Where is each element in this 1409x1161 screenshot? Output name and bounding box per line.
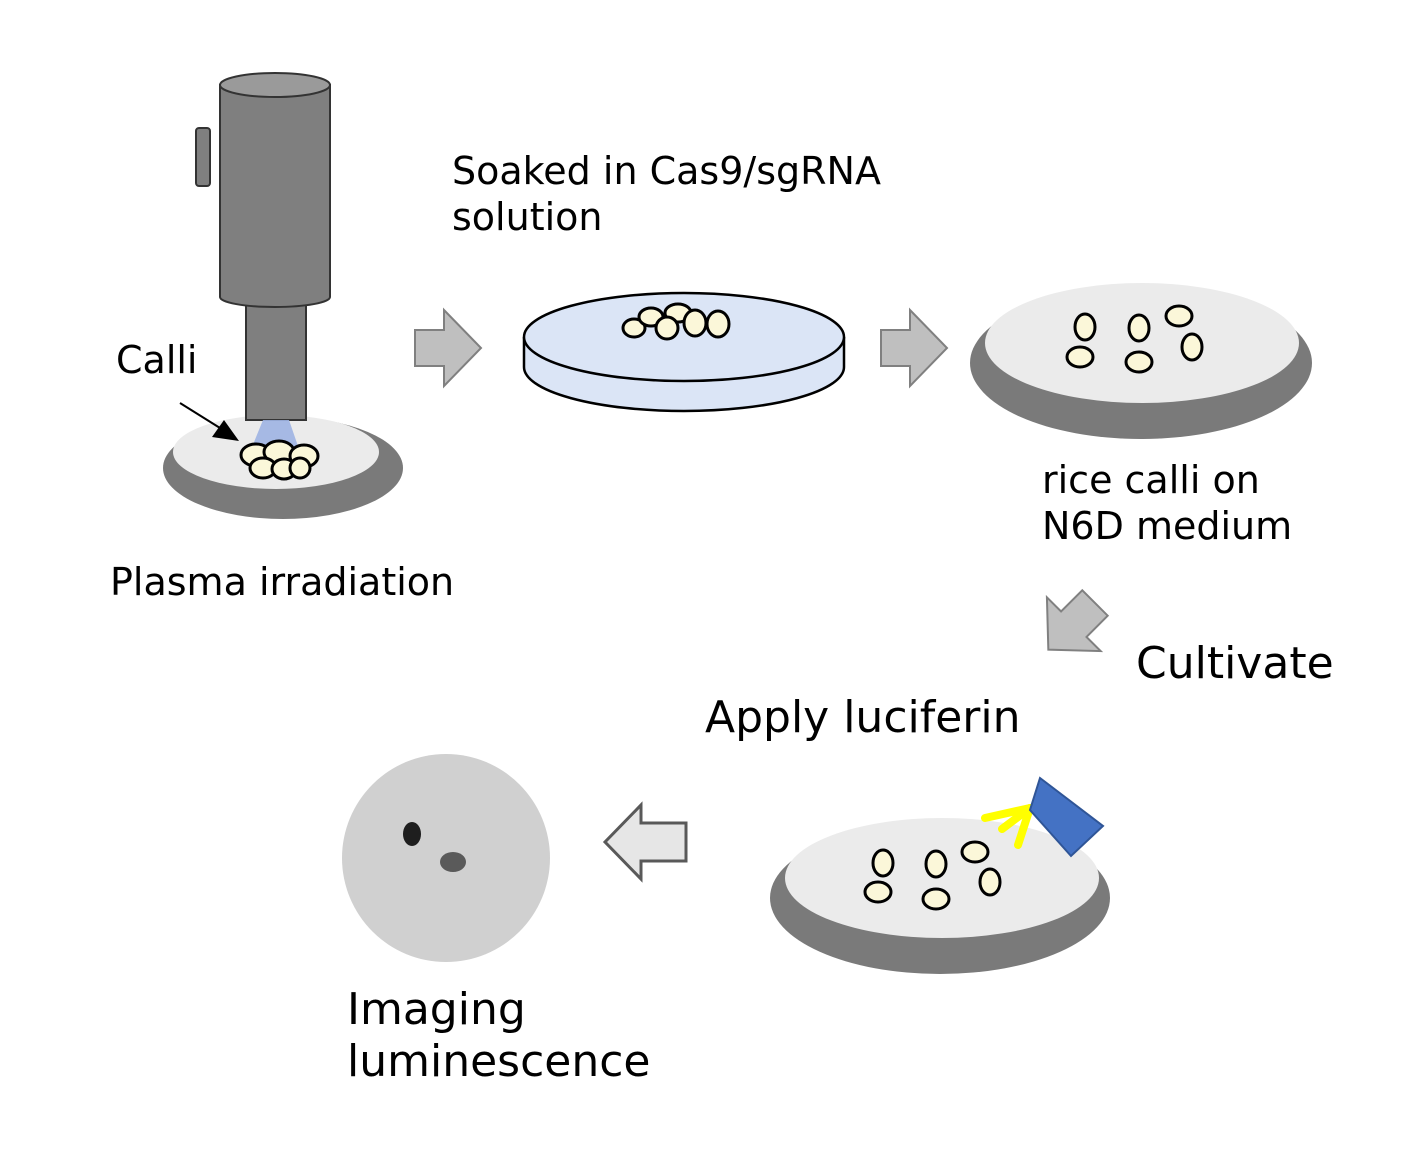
luminescence-spot-1 [403,822,421,846]
rice-calli-label: rice calli on N6D medium [1042,458,1293,548]
calli-pointer-arrow [179,402,239,441]
calli-label: Calli [116,338,198,382]
plasma-irradiation-step [163,72,403,519]
luciferin-calli [863,840,1002,911]
plasma-calli-cluster [239,439,320,481]
apply-luciferin-label: Apply luciferin [705,692,1021,743]
soaked-label: Soaked in Cas9/sgRNA solution [452,149,881,239]
soak-dish [522,291,846,413]
n6d-calli [1065,304,1204,374]
flow-arrow-cultivate [1045,588,1110,653]
flow-arrow-right-2 [880,307,949,389]
sprayer-icon [1028,776,1105,858]
imaging-luminescence-label: Imaging luminescence [347,984,651,1088]
cultivate-label: Cultivate [1136,638,1334,689]
imaging-disc [342,754,550,962]
luminescence-spot-2 [440,852,466,872]
plasma-device [195,72,331,421]
flow-arrow-left [602,801,688,883]
spray-lines [981,804,1034,849]
soaked-calli-cluster [621,302,731,341]
plasma-irradiation-label: Plasma irradiation [110,560,455,604]
flow-arrow-right-1 [414,307,483,389]
